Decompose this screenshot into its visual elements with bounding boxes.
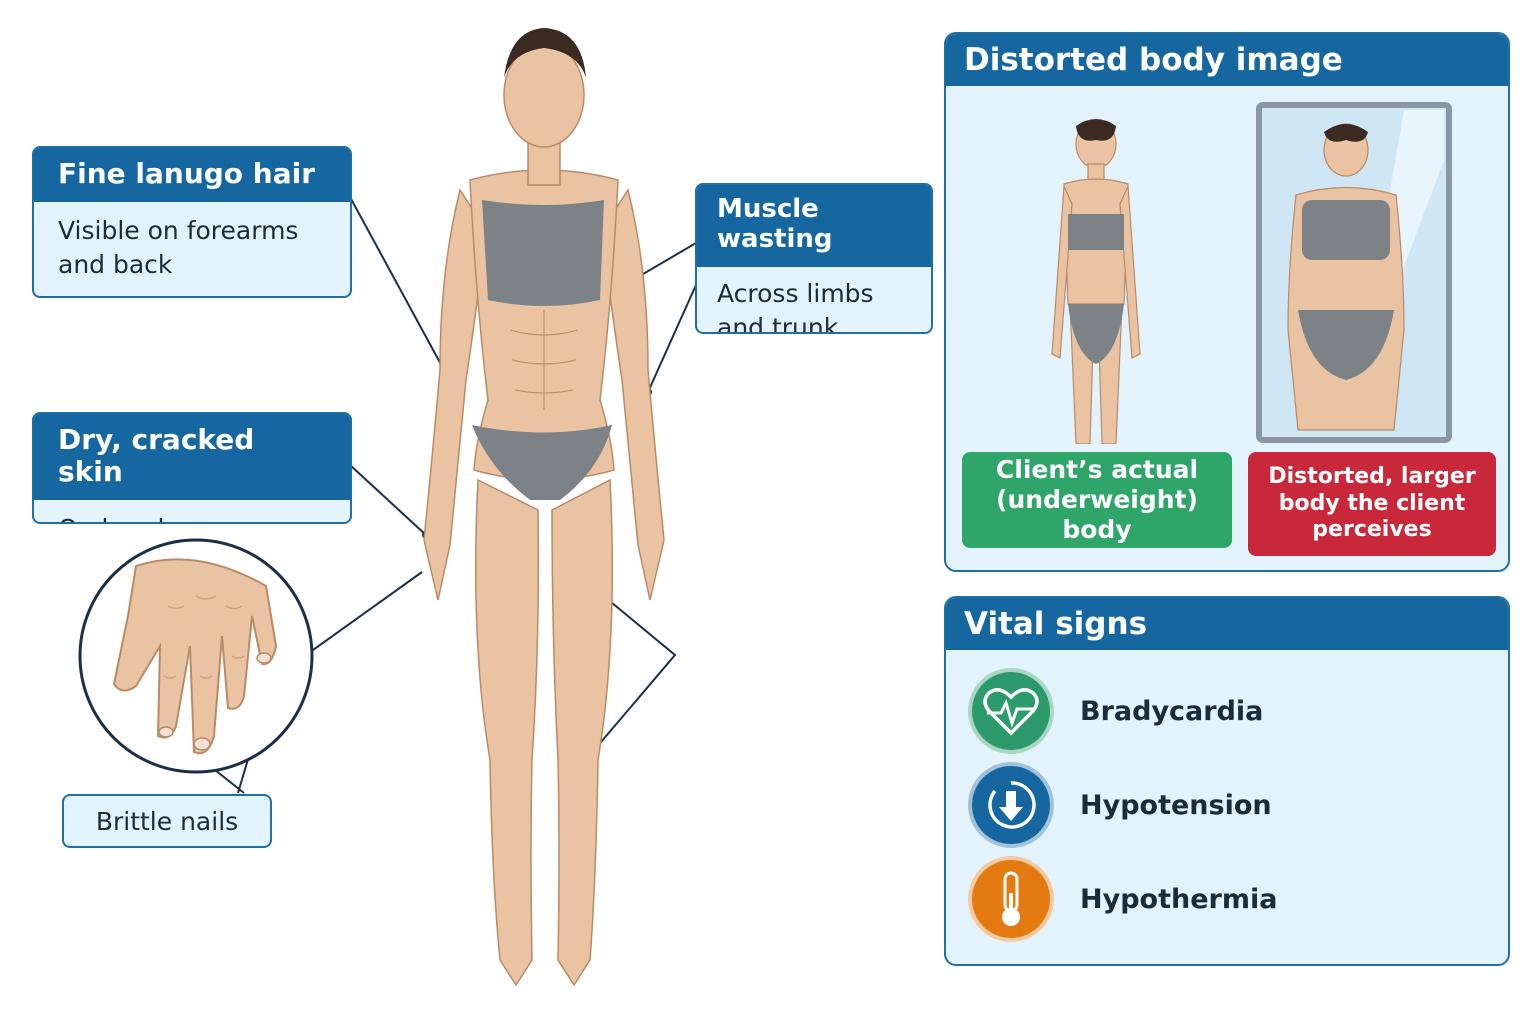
label-line: perceives xyxy=(1312,517,1432,543)
heart-pulse-icon xyxy=(968,668,1054,754)
panel-title: Vital signs xyxy=(946,598,1508,650)
callout-label: Brittle nails xyxy=(95,806,239,836)
callout-body: Across limbs and trunk xyxy=(697,267,931,334)
callout-muscle-wasting: Muscle wasting Across limbs and trunk xyxy=(695,183,933,334)
panel-title: Distorted body image xyxy=(946,34,1508,86)
callout-title: Fine lanugo hair xyxy=(34,148,350,203)
label-line: Distorted, larger xyxy=(1268,464,1476,490)
thermometer-icon xyxy=(968,856,1054,942)
body-image-panel: Distorted body image Client’s actual (un… xyxy=(944,32,1510,572)
vital-label: Hypotension xyxy=(1080,789,1272,821)
callout-lanugo-hair: Fine lanugo hair Visible on forearms and… xyxy=(32,146,352,298)
mirror-illustration xyxy=(1256,102,1452,443)
vital-label: Bradycardia xyxy=(1080,695,1264,727)
vital-label: Hypothermia xyxy=(1080,883,1278,915)
callout-body-line: Across limbs xyxy=(717,278,874,308)
callout-body-line: and trunk xyxy=(717,312,839,334)
vital-row-hypotension: Hypotension xyxy=(968,762,1272,848)
callout-dry-skin: Dry, cracked skin On hands xyxy=(32,412,352,524)
callout-brittle-nails: Brittle nails xyxy=(62,794,272,848)
label-line: body the client xyxy=(1278,490,1466,516)
hand-closeup-illustration xyxy=(78,538,314,774)
vital-row-hypothermia: Hypothermia xyxy=(968,856,1277,942)
callout-body-line: Visible on forearms xyxy=(58,216,299,246)
actual-body-illustration xyxy=(1051,119,1141,444)
callout-body-line: and back xyxy=(58,249,173,279)
vital-row-bradycardia: Bradycardia xyxy=(968,668,1263,754)
vital-signs-panel: Vital signs Bradycardia Hypotension xyxy=(944,596,1510,966)
perceived-body-label: Distorted, larger body the client percei… xyxy=(1248,452,1496,556)
label-line: (underweight) body xyxy=(996,485,1198,544)
actual-body-label: Client’s actual (underweight) body xyxy=(962,452,1232,548)
label-line: Client’s actual xyxy=(995,455,1199,484)
callout-title: Dry, cracked skin xyxy=(34,414,350,501)
callout-body: Visible on forearms and back xyxy=(34,202,350,294)
callout-title: Muscle wasting xyxy=(697,185,931,267)
pressure-down-icon xyxy=(968,762,1054,848)
callout-body: On hands xyxy=(34,500,350,522)
